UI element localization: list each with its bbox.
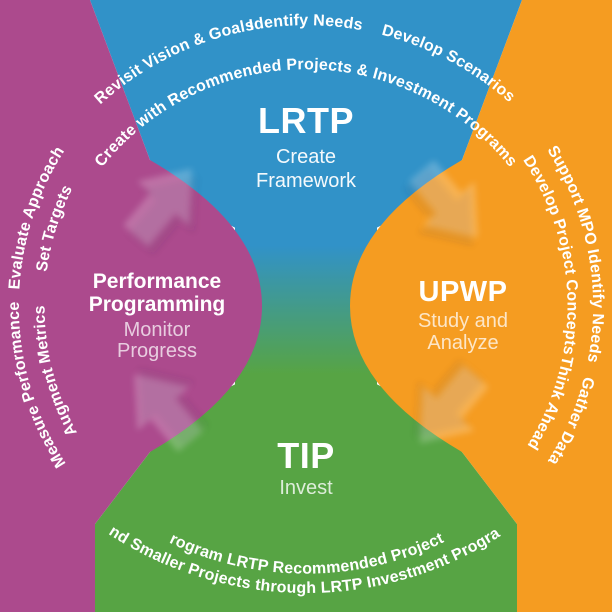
svg-text:Identify Needs: Identify Needs bbox=[584, 248, 606, 364]
performance-title-line-1: Performance bbox=[93, 270, 221, 293]
tip-title: TIP bbox=[277, 435, 335, 476]
performance-region bbox=[0, 0, 262, 612]
performance-subtitle-line-2: Progress bbox=[117, 340, 197, 362]
lrtp-subtitle-line-2: Framework bbox=[256, 170, 357, 192]
svg-text:Identify Needs: Identify Needs bbox=[248, 12, 364, 34]
performance-title-line-2: Programming bbox=[89, 293, 226, 316]
arc-label-identify-needs-right: Identify Needs bbox=[584, 248, 606, 364]
lrtp-subtitle-line-1: Create bbox=[276, 146, 336, 168]
upwp-title: UPWP bbox=[419, 276, 508, 308]
upwp-region bbox=[350, 0, 612, 612]
lrtp-title: LRTP bbox=[258, 100, 354, 141]
tip-subtitle-line-1: Invest bbox=[279, 477, 333, 499]
arc-label-identify-needs-top: Identify Needs bbox=[248, 12, 364, 34]
upwp-subtitle-line-1: Study and bbox=[418, 310, 508, 332]
performance-subtitle-line-1: Monitor bbox=[124, 319, 191, 341]
upwp-subtitle-line-2: Analyze bbox=[427, 332, 498, 354]
